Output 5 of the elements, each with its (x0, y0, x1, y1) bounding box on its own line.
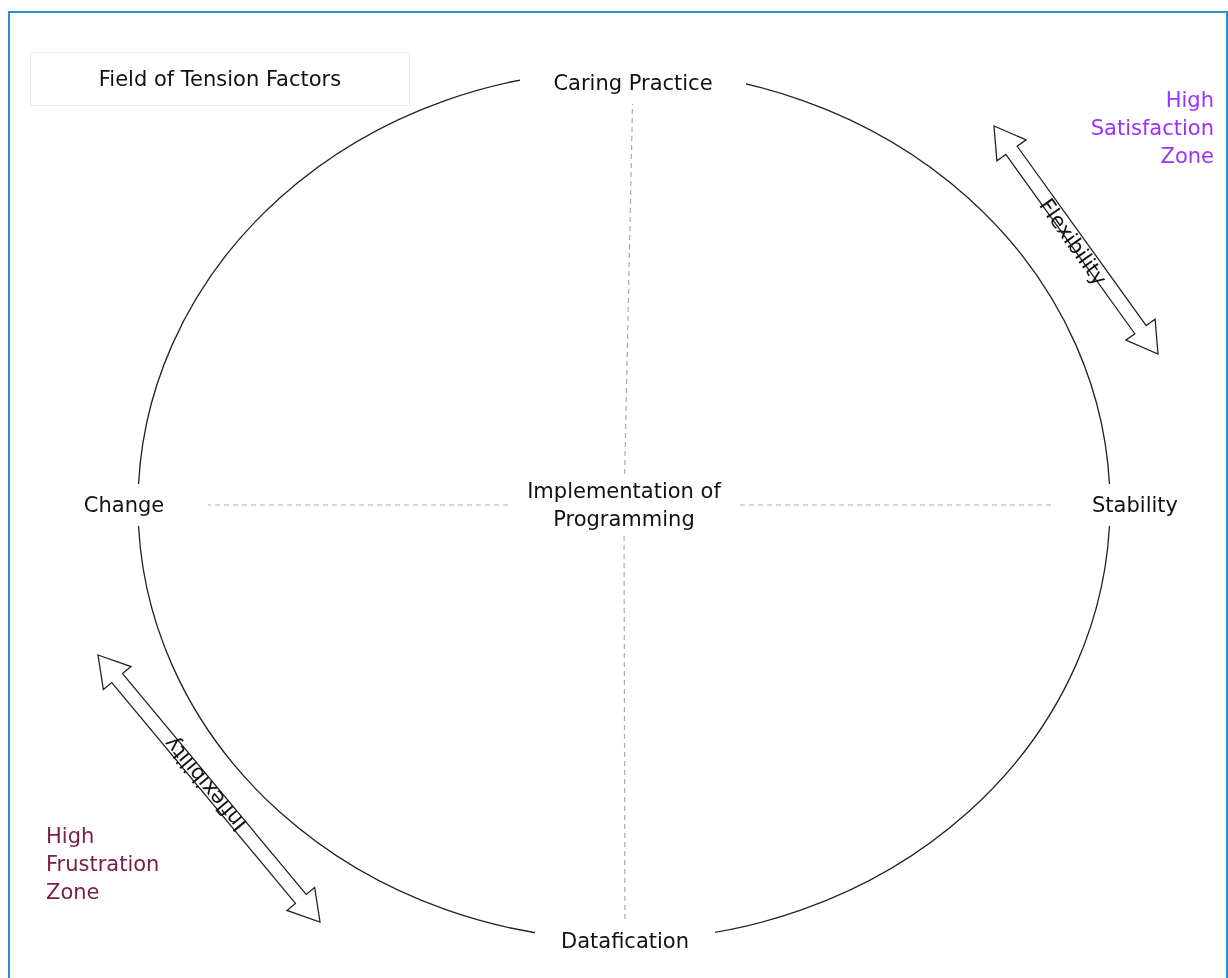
zone-label: High Frustration Zone (46, 823, 161, 906)
dashed-line (623, 535, 626, 921)
diagram-title: Field of Tension Factors (98, 66, 342, 93)
dashed-line (207, 504, 509, 506)
zone-label: High Satisfaction Zone (1089, 87, 1214, 170)
